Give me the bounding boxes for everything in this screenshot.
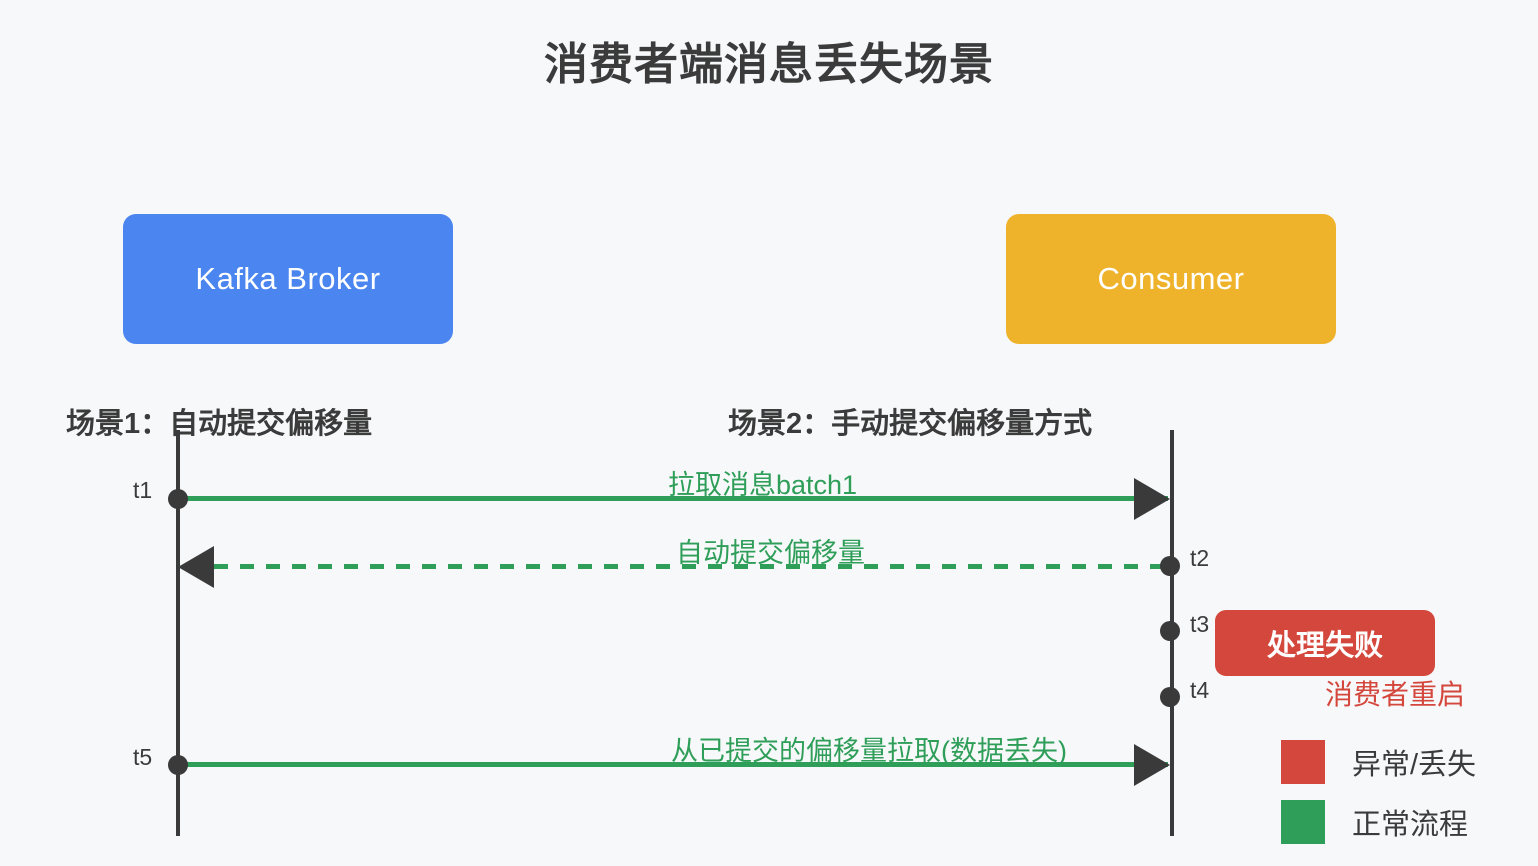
arrowhead-right-icon <box>1134 744 1170 786</box>
legend-swatch-normal <box>1281 800 1325 844</box>
message-label-auto-commit: 自动提交偏移量 <box>676 538 865 568</box>
message-line-pull-batch1 <box>178 496 1168 501</box>
arrowhead-right-icon <box>1134 478 1170 520</box>
note-label: 处理失败 <box>1266 630 1383 662</box>
message-label-pull-from-committed-offset: 从已提交的偏移量拉取(数据丢失) <box>671 736 1067 766</box>
event-dot-t2 <box>1160 556 1180 576</box>
note-consumer-restart: 消费者重启 <box>1325 679 1466 710</box>
participant-consumer[interactable]: Consumer <box>1006 214 1336 344</box>
time-label-t2: t2 <box>1190 545 1210 571</box>
message-line-auto-commit <box>214 564 1170 569</box>
event-dot-t5 <box>168 755 188 775</box>
scenario-1-caption: 场景1：自动提交偏移量 <box>66 408 373 440</box>
lifeline-kafka-broker <box>176 430 180 836</box>
participant-kafka-broker[interactable]: Kafka Broker <box>123 214 453 344</box>
scenario-2-caption: 场景2：手动提交偏移量方式 <box>728 408 1093 440</box>
event-dot-t1 <box>168 489 188 509</box>
participant-label: Consumer <box>1097 261 1245 296</box>
time-label-t3: t3 <box>1190 611 1210 637</box>
time-label-t4: t4 <box>1190 677 1210 703</box>
arrowhead-left-icon <box>178 546 214 588</box>
time-label-t1: t1 <box>133 477 153 503</box>
message-label-pull-batch1: 拉取消息batch1 <box>668 470 858 500</box>
page-title: 消费者端消息丢失场景 <box>544 40 994 89</box>
note-processing-failed[interactable]: 处理失败 <box>1215 610 1435 676</box>
participant-label: Kafka Broker <box>195 261 381 296</box>
legend-item-normal: 正常流程 <box>1281 792 1476 852</box>
legend-swatch-error <box>1281 740 1325 784</box>
legend-item-error: 异常/丢失 <box>1281 732 1476 792</box>
legend: 异常/丢失 正常流程 <box>1281 732 1476 852</box>
event-dot-t4 <box>1160 687 1180 707</box>
event-dot-t3 <box>1160 621 1180 641</box>
legend-label-error: 异常/丢失 <box>1352 749 1477 781</box>
legend-label-normal: 正常流程 <box>1352 809 1469 841</box>
time-label-t5: t5 <box>133 744 153 770</box>
message-line-pull-from-committed-offset <box>178 762 1168 767</box>
